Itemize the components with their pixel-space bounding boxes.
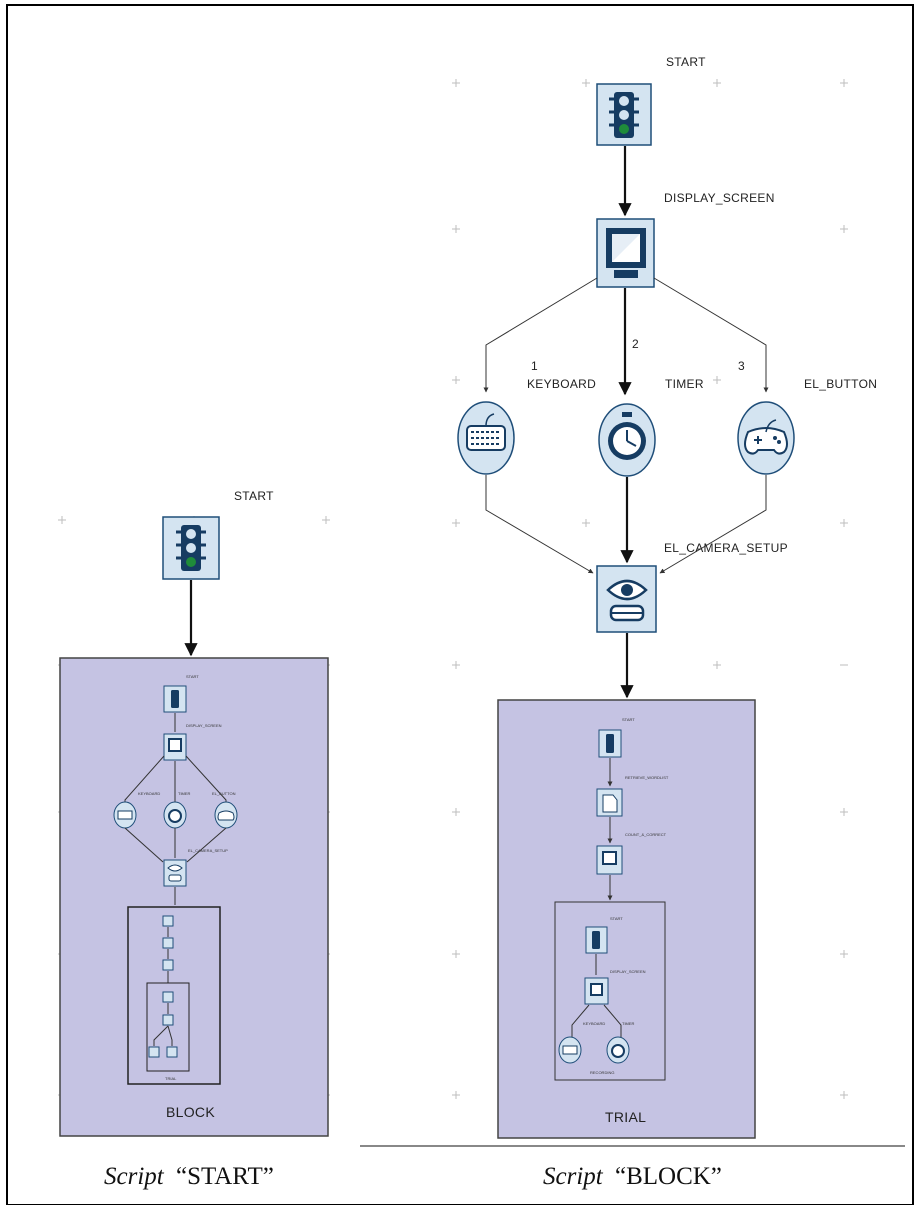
display-screen-label: DISPLAY_SCREEN [664,191,775,205]
svg-text:EL_CAMERA_SETUP: EL_CAMERA_SETUP [188,848,228,853]
start-label: START [666,55,706,69]
timer-node[interactable] [599,404,655,476]
trial-label: TRIAL [605,1109,646,1125]
svg-text:KEYBOARD: KEYBOARD [583,1021,605,1026]
svg-text:RECORDING: RECORDING [590,1070,614,1075]
svg-text:START: START [186,674,199,679]
svg-text:START: START [610,916,623,921]
block-label: BLOCK [166,1104,215,1120]
svg-text:DISPLAY_SCREEN: DISPLAY_SCREEN [610,969,646,974]
timer-label: TIMER [665,377,704,391]
svg-text:COUNT_&_CORRECT: COUNT_&_CORRECT [625,832,667,837]
caption-block: Script “BLOCK” [543,1163,722,1190]
camera-setup-label: EL_CAMERA_SETUP [664,541,788,555]
svg-text:TIMER: TIMER [178,791,191,796]
branch-number-3: 3 [738,359,745,373]
camera-setup-node[interactable] [597,566,656,632]
caption-block-name: “BLOCK” [615,1163,722,1190]
block-container[interactable]: START DISPLAY_SCREEN KEYBOARD TIMER EL_B… [60,658,328,1136]
trial-container[interactable]: START RETRIEVE_WORDLIST COUNT_&_CORRECT … [498,700,755,1138]
svg-text:DISPLAY_SCREEN: DISPLAY_SCREEN [186,723,222,728]
left-start-label: START [234,489,274,503]
svg-text:RETRIEVE_WORDLIST: RETRIEVE_WORDLIST [625,775,669,780]
caption-start-name: “START” [176,1163,274,1190]
svg-text:TIMER: TIMER [622,1021,635,1026]
branch-number-2: 2 [632,337,639,351]
caption-start: Script “START” [104,1163,274,1190]
display-screen-node[interactable] [597,219,654,287]
keyboard-label: KEYBOARD [527,377,596,391]
svg-text:TRIAL: TRIAL [165,1076,177,1081]
svg-text:EL_BUTTON: EL_BUTTON [212,791,236,796]
el-button-label: EL_BUTTON [804,377,877,391]
svg-text:START: START [622,717,635,722]
keyboard-node[interactable] [458,402,514,474]
el-button-node[interactable] [738,402,794,474]
svg-text:KEYBOARD: KEYBOARD [138,791,160,796]
branch-number-1: 1 [531,359,538,373]
start-node[interactable] [597,84,651,145]
left-start-node[interactable] [163,517,219,579]
